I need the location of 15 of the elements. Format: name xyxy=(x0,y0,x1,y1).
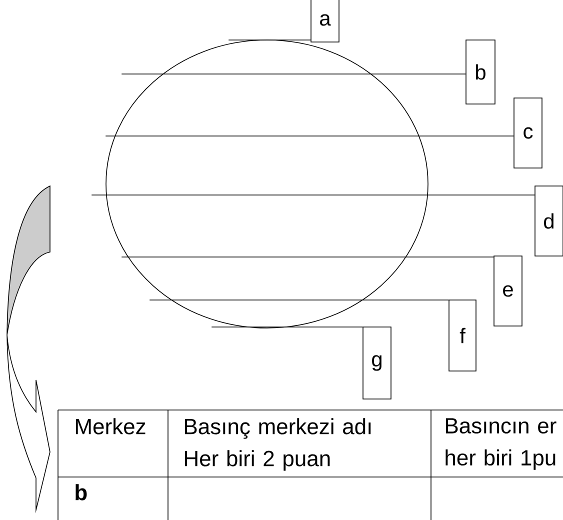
label-box: a xyxy=(310,0,340,42)
leader-line xyxy=(91,194,535,196)
ellipse xyxy=(106,40,428,328)
label-box: c xyxy=(514,98,542,168)
label-box: f xyxy=(448,300,476,372)
leader-line xyxy=(121,256,494,258)
label-box: g xyxy=(362,326,392,400)
table-cell-text: Basınç merkezi adı Her biri 2 puan xyxy=(185,418,371,471)
table-cell-text: b xyxy=(76,484,87,500)
table-cell-text: Basıncın er her biri 1pu xyxy=(446,418,556,470)
label-box: d xyxy=(534,186,563,256)
leader-line xyxy=(211,326,363,328)
label-box: e xyxy=(494,256,522,326)
label-box: b xyxy=(466,40,496,104)
table-cell-text: Merkez xyxy=(76,418,146,434)
